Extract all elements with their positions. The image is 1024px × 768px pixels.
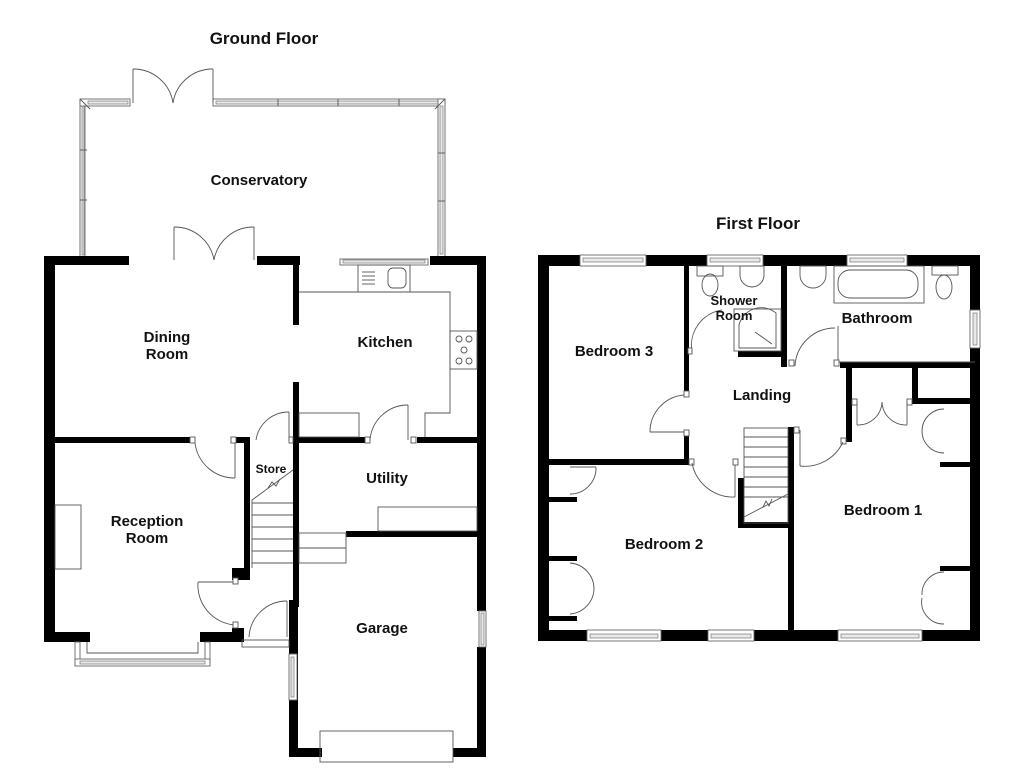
hall-door[interactable] [197, 577, 239, 629]
room-label-kitchen: Kitchen [357, 334, 413, 351]
room-label-reception-room: Reception Room [110, 513, 184, 547]
bedroom-3-door[interactable] [649, 390, 690, 437]
utility-door[interactable] [364, 404, 417, 444]
reception-door[interactable] [189, 436, 237, 479]
first-floor-title: First Floor [715, 214, 801, 233]
bedroom-1-door[interactable] [793, 426, 847, 467]
dining-french-doors[interactable] [173, 226, 255, 261]
room-label-garage: Garage [356, 620, 408, 637]
bedroom-1-wardrobe-doors-top[interactable] [921, 408, 945, 454]
room-label-bedroom-1: Bedroom 1 [843, 502, 923, 519]
conservatory-french-doors[interactable] [132, 68, 214, 104]
ground-floor-plan [44, 68, 487, 763]
first-floor-plan [538, 254, 981, 642]
bedroom-2-door[interactable] [688, 458, 739, 498]
ground-floor-title: Ground Floor [209, 29, 319, 48]
room-label-bedroom-2: Bedroom 2 [624, 536, 704, 553]
bedroom-2-cupboard-door[interactable] [569, 466, 597, 495]
room-label-bedroom-3: Bedroom 3 [574, 343, 654, 360]
first-floor-stairs [743, 427, 789, 524]
kitchen-worktop [298, 264, 478, 438]
room-label-dining-room: Dining Room [143, 329, 191, 363]
bay-window [74, 641, 211, 667]
room-label-store: Store [255, 462, 287, 476]
front-door[interactable] [241, 600, 290, 648]
room-label-bathroom: Bathroom [841, 310, 913, 327]
room-label-utility: Utility [366, 470, 408, 487]
shower-room-fixtures [696, 265, 782, 352]
fireplace [54, 504, 82, 570]
conservatory-frame [79, 98, 446, 258]
bedroom-2-wardrobe-doors[interactable] [569, 562, 595, 615]
ground-floor-stairs [251, 469, 478, 568]
room-label-landing: Landing [732, 387, 792, 404]
store-door[interactable] [255, 411, 294, 444]
room-label-conservatory: Conservatory [210, 172, 308, 189]
bedroom-1-cupboard-doors[interactable] [851, 398, 913, 426]
room-label-shower-room: Shower Room [710, 293, 758, 323]
garage-door[interactable] [319, 730, 454, 763]
bathroom-door[interactable] [788, 327, 840, 367]
shower-room-door[interactable] [687, 309, 723, 355]
bedroom-1-wardrobe-doors-bottom[interactable] [921, 571, 945, 625]
